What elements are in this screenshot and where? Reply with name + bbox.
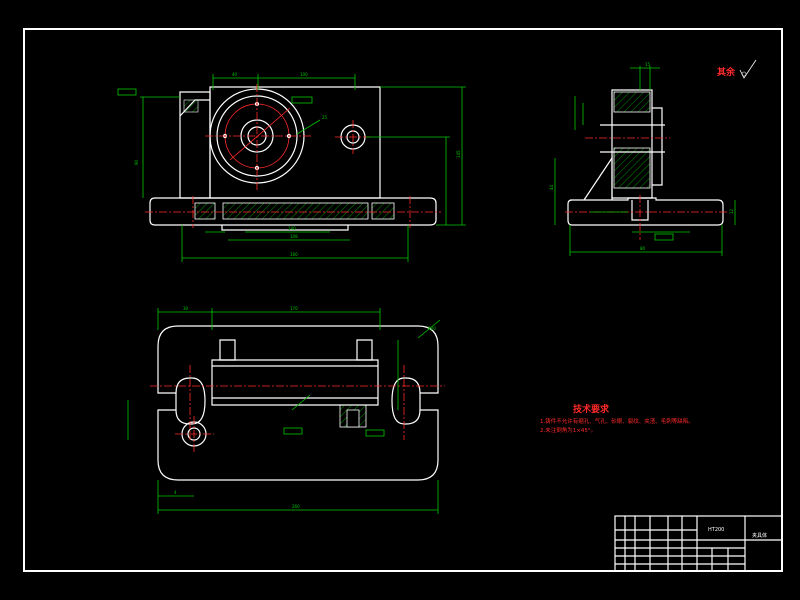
dim-r20: R20 [428, 326, 436, 331]
top-slot-right [391, 377, 421, 425]
top-slot-left [175, 377, 206, 425]
svg-text:12: 12 [729, 208, 734, 214]
side-view: 80 44 12 15 [549, 62, 736, 256]
notes-line-2: 2.未注倒角为1×45°。 [540, 426, 596, 434]
side-upright [611, 89, 653, 199]
title-block: HT200 夹具体 [614, 515, 783, 572]
top-base-outline [157, 325, 439, 481]
dim-260: 260 [292, 504, 300, 509]
front-base-plate [149, 197, 437, 226]
dim-90: 90 [134, 159, 139, 165]
svg-text:15: 15 [645, 62, 651, 67]
roughness-label: 其余 [717, 66, 736, 78]
top-view: 30 170 260 4 R20 [127, 306, 445, 514]
dim-160: 160 [290, 252, 298, 257]
roughness-symbol [739, 59, 757, 79]
dim-170: 170 [290, 306, 298, 311]
title-block-material: HT200 [708, 527, 724, 533]
dim-100: 100 [300, 72, 308, 77]
dim-140: 140 [288, 226, 296, 231]
title-block-name: 夹具体 [752, 532, 767, 539]
notes-title: 技术要求 [573, 403, 610, 415]
dim-108: 108 [290, 234, 298, 239]
side-dim-80: 80 [640, 246, 646, 251]
top-body [211, 359, 379, 406]
front-rib [179, 91, 211, 199]
front-base-section [222, 202, 369, 220]
notes-line-1: 1.铸件不允许有缩孔、气孔、砂眼、裂纹、夹渣、毛刺等缺陷。 [540, 417, 694, 425]
svg-text:4: 4 [174, 490, 177, 495]
svg-text:44: 44 [549, 184, 554, 190]
roughness-check-icon [739, 59, 757, 79]
side-base [567, 197, 724, 226]
svg-text:25: 25 [322, 115, 328, 120]
front-view: 40 100 160 108 140 90 145 25 [117, 72, 466, 262]
svg-text:30: 30 [183, 306, 189, 311]
drawing-border [23, 28, 783, 572]
dim-40: 40 [232, 72, 238, 77]
side-rib [583, 156, 613, 201]
dim-145: 145 [456, 150, 461, 158]
